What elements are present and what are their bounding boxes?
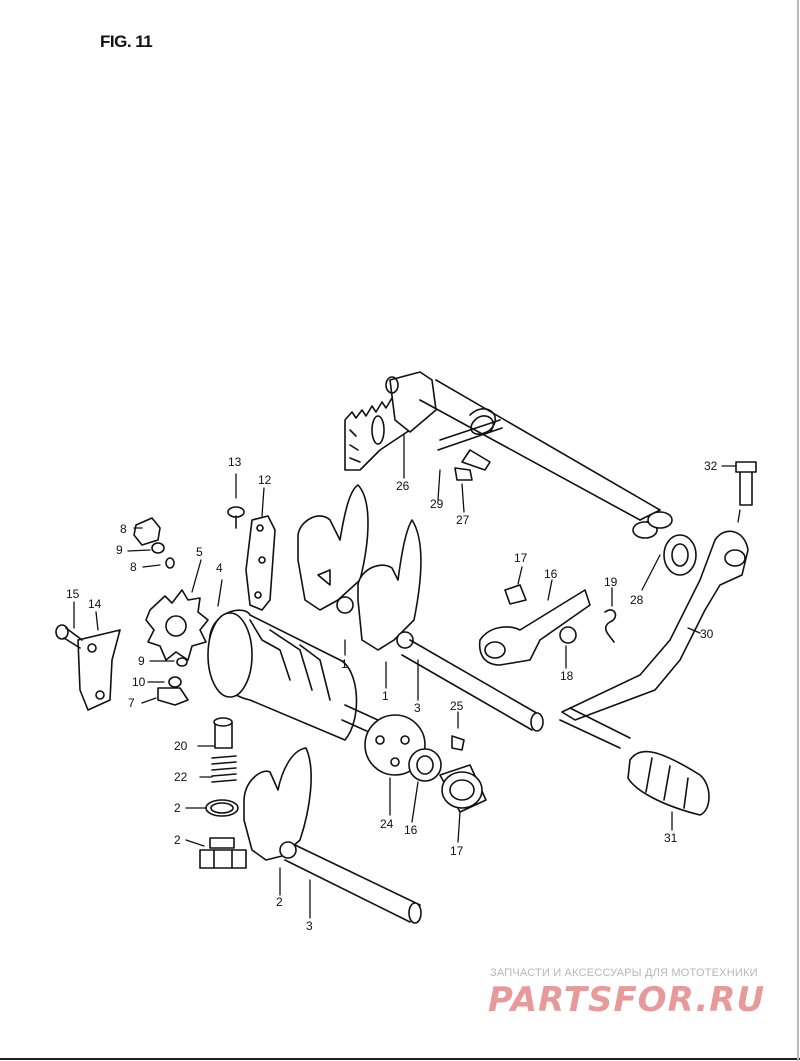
callout-18: 18 [560, 669, 574, 683]
callout-15: 17 [450, 844, 464, 858]
callout-16: 16 [544, 567, 558, 581]
callout-numbers: 13 12 4 5 8 9 8 15 14 9 10 7 20 22 2 2 2… [66, 455, 718, 933]
callout-26: 26 [396, 479, 410, 493]
callout-25: 25 [450, 699, 464, 713]
fork-shaft-lower [284, 844, 422, 924]
callout-3-upper: 3 [414, 701, 421, 715]
callout-13: 13 [228, 455, 242, 469]
callout-4: 4 [216, 561, 223, 575]
shift-arm-set [478, 584, 617, 666]
callout-10: 14 [88, 597, 102, 611]
callout-9-upper: 9 [116, 543, 123, 557]
gear-shift-lever-assembly [559, 461, 757, 816]
shift-fork-upper-right [357, 519, 422, 651]
callout-19: 19 [604, 575, 618, 589]
shift-fork-upper-left [297, 484, 369, 614]
callout-12: 12 [258, 473, 272, 487]
callout-6: 7 [128, 696, 135, 710]
callout-32: 32 [704, 459, 718, 473]
bottom-border [0, 1058, 800, 1060]
callout-8-upper: 8 [130, 560, 137, 574]
callout-14: 16 [404, 823, 418, 837]
callout-1-right: 1 [382, 689, 389, 703]
callout-9-lower: 10 [132, 675, 146, 689]
callout-20: 20 [174, 739, 188, 753]
cam-stopper-bolt-set [199, 717, 247, 869]
callout-7: 8 [120, 522, 127, 536]
callout-11: 15 [66, 587, 80, 601]
gearshift-cam-drum [207, 609, 401, 746]
leader-lines [73, 433, 741, 919]
callout-24: 24 [380, 817, 394, 831]
callout-5: 5 [196, 545, 203, 559]
cam-driven-gear [145, 589, 209, 661]
callout-2-washer: 2 [174, 801, 181, 815]
callout-17: 17 [514, 551, 528, 565]
callout-28: 28 [630, 593, 644, 607]
fork-shaft-upper [401, 639, 544, 732]
cam-guide-plate [55, 624, 121, 711]
callout-2-fork: 2 [276, 895, 283, 909]
gearshift-shaft-assembly [344, 371, 673, 539]
shift-fork-lower [243, 747, 312, 861]
callout-22: 22 [174, 770, 188, 784]
callout-29: 29 [430, 497, 444, 511]
pawl-lifter [227, 506, 276, 611]
callout-27: 27 [456, 513, 470, 527]
callout-3-lower: 3 [306, 919, 313, 933]
callout-30: 30 [700, 627, 714, 641]
cam-end-parts [364, 714, 487, 813]
watermark-tagline: ЗАПЧАСТИ И АКСЕССУАРЫ ДЛЯ МОТОТЕХНИКИ [490, 967, 758, 979]
callout-31: 31 [664, 831, 678, 845]
callout-2-bolt: 2 [174, 833, 181, 847]
callout-8-lower: 9 [138, 654, 145, 668]
cam-pins [133, 517, 189, 706]
watermark-logo: PARTSFOR.RU [488, 980, 766, 1020]
right-border [797, 0, 799, 1061]
callout-1-left: 1 [341, 657, 348, 671]
figure-title: FIG. 11 [100, 32, 153, 51]
